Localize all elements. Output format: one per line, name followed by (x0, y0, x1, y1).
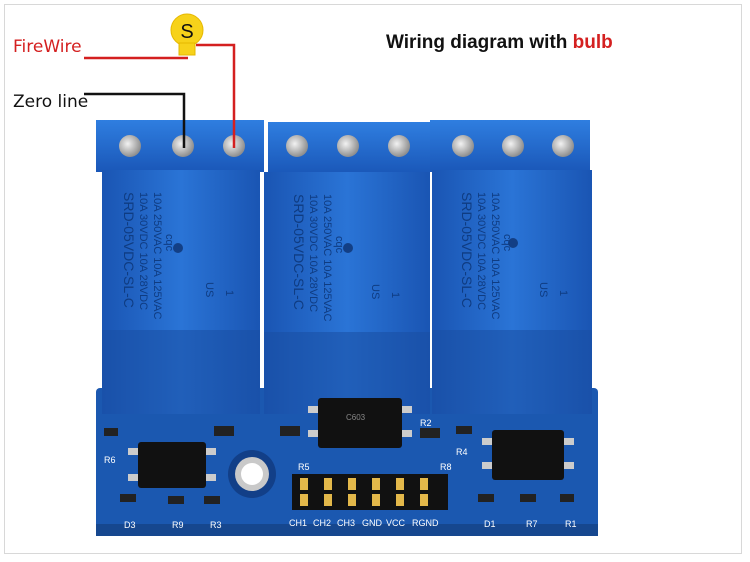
bulb-icon: S (170, 13, 204, 56)
label-d1: D1 (484, 519, 496, 529)
terminal-screw-icon (452, 135, 474, 157)
relay-us-mark: US (369, 284, 381, 299)
optocoupler-center: C603 (308, 398, 412, 448)
relay-us-mark: US (537, 282, 549, 297)
relay-1 (96, 120, 264, 414)
pin-label-ch2: CH2 (313, 518, 331, 528)
smd-components (104, 426, 574, 504)
pin-label-rgnd: RGND (412, 518, 439, 528)
label-r8: R8 (440, 462, 452, 472)
relay-spec-line-1: 10A 250VAC 10A 125VAC (489, 192, 501, 319)
label-r5: R5 (298, 462, 310, 472)
pin-label-gnd: GND (362, 518, 383, 528)
label-r7: R7 (526, 519, 538, 529)
optocoupler-left (128, 442, 216, 488)
relay-spec-line-2: 10A 30VDC 10A 28VDC (475, 192, 487, 310)
header-pin (348, 478, 356, 490)
header-pin (324, 494, 332, 506)
header-pin (396, 478, 404, 490)
diagram-title: Wiring diagram with bulb (386, 32, 613, 54)
header-pin (420, 478, 428, 490)
mounting-hole (228, 450, 276, 498)
relay-3 (430, 120, 592, 414)
relay-spec-line-1: 10A 250VAC 10A 125VAC (321, 194, 333, 321)
label-r2: R2 (420, 418, 432, 428)
label-r1: R1 (565, 519, 577, 529)
relay-cqc-mark: cqc (163, 234, 175, 252)
relay-hole (343, 243, 353, 253)
header-pin (420, 494, 428, 506)
pin-row (300, 478, 428, 506)
relay-us-mark: US (203, 282, 215, 297)
relay-cqc-mark: cqc (333, 236, 345, 254)
zero-line-label: Zero line (13, 92, 89, 112)
pin-label-ch3: CH3 (337, 518, 355, 528)
firewire-label: FireWire (13, 37, 82, 57)
header-pin (324, 478, 332, 490)
terminal-screw-icon (388, 135, 410, 157)
pin-labels: CH1 CH2 CH3 GND VCC RGND (289, 518, 439, 528)
relay-hole (173, 243, 183, 253)
terminal-screw-icon (337, 135, 359, 157)
terminal-screw-icon (286, 135, 308, 157)
image-frame (4, 4, 742, 554)
header-pin (348, 494, 356, 506)
pcb-board (96, 388, 598, 536)
relay-2 (264, 122, 430, 414)
pcb-board-edge (96, 524, 598, 536)
label-r4: R4 (456, 447, 468, 457)
label-r3: R3 (210, 520, 222, 530)
header-pin (396, 494, 404, 506)
silkscreen-labels: R6 D3 R9 R3 R2 R4 R5 R8 D1 R7 R1 (104, 418, 577, 530)
header-pin (372, 494, 380, 506)
relay-pin-number: 1 (557, 290, 569, 296)
header-pin (300, 478, 308, 490)
relay-model: SRD-05VDC-SL-C (121, 192, 137, 308)
terminal-screw-icon (119, 135, 141, 157)
terminal-screw-icon (552, 135, 574, 157)
relay-hole (508, 238, 518, 248)
label-d3: D3 (124, 520, 136, 530)
pin-label-vcc: VCC (386, 518, 406, 528)
bulb-label: S (180, 21, 193, 43)
relay-3-print: cqc 10A 250VAC 10A 125VAC 10A 30VDC 10A … (459, 192, 569, 319)
relay-model: SRD-05VDC-SL-C (291, 194, 307, 310)
relay-model: SRD-05VDC-SL-C (459, 192, 475, 308)
relay-1-print: cqc 10A 250VAC 10A 125VAC 10A 30VDC 10A … (121, 192, 235, 319)
label-r9: R9 (172, 520, 184, 530)
zero-line-wire (84, 92, 186, 148)
terminal-screw-icon (502, 135, 524, 157)
relay-pin-number: 1 (223, 290, 235, 296)
relay-cqc-mark: cqc (501, 234, 513, 252)
label-r6: R6 (104, 455, 116, 465)
relay-pin-number: 1 (389, 292, 401, 298)
relay-spec-line-1: 10A 250VAC 10A 125VAC (151, 192, 163, 319)
pin-label-ch1: CH1 (289, 518, 307, 528)
fire-wire-from-bulb (196, 43, 236, 148)
relay-spec-line-2: 10A 30VDC 10A 28VDC (307, 194, 319, 312)
chip-marking: C603 (346, 413, 366, 422)
optocoupler-right (482, 430, 574, 480)
title-accent-word: bulb (572, 32, 613, 53)
relay-spec-line-2: 10A 30VDC 10A 28VDC (137, 192, 149, 310)
header-pin (372, 478, 380, 490)
header-pin (300, 494, 308, 506)
title-prefix: Wiring diagram with (386, 32, 573, 53)
relay-2-print: cqc 10A 250VAC 10A 125VAC 10A 30VDC 10A … (291, 194, 401, 321)
